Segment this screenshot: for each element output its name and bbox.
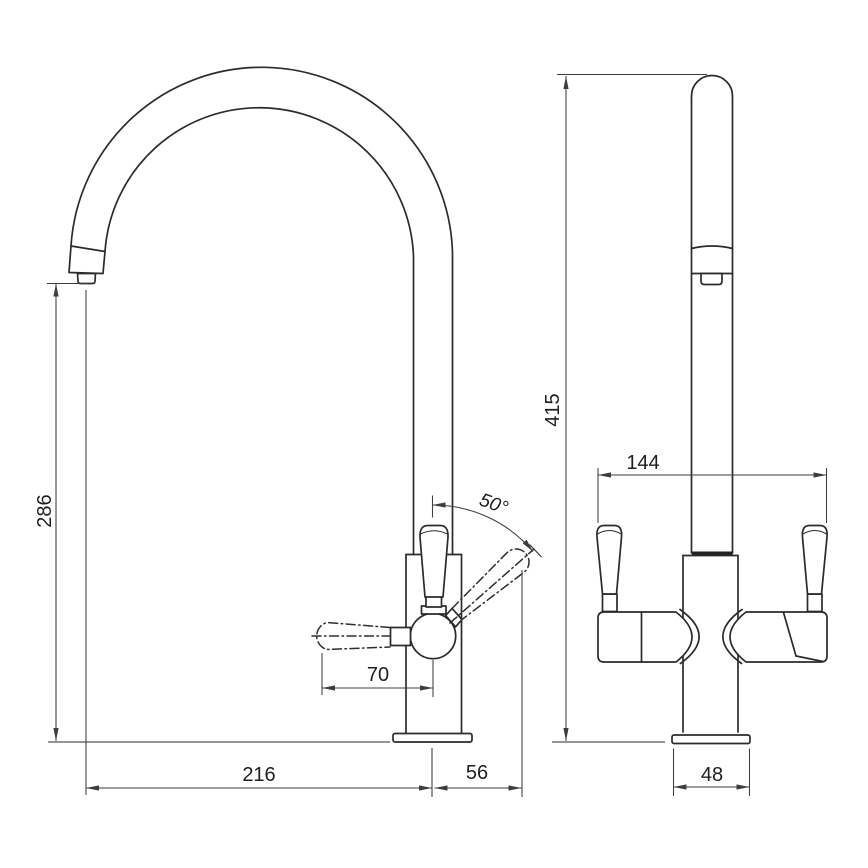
front-view [552, 74, 828, 745]
dim-label-286: 286 [34, 494, 56, 527]
arrowhead [598, 472, 611, 478]
arrowhead [53, 728, 59, 741]
front-right-crescent [722, 608, 743, 665]
arrowhead [813, 472, 827, 478]
arrowhead [563, 76, 569, 89]
front-left-grip-seam [597, 529, 622, 535]
arrowhead [419, 785, 432, 791]
handle-grip-vertical [419, 524, 449, 598]
front-aerator-nozzle [700, 272, 723, 286]
dim-label-144: 144 [626, 452, 659, 474]
handle-grip-cap-seam [420, 530, 448, 535]
front-column-cap [690, 74, 734, 97]
dim-label-48: 48 [701, 764, 723, 786]
arrowhead [420, 685, 433, 691]
phantom-handle-horizontal [315, 621, 391, 651]
base-flange [392, 732, 473, 743]
arrowhead [53, 283, 59, 297]
arrowhead [322, 685, 335, 691]
aerator-nozzle [76, 272, 97, 285]
arrowhead [736, 784, 750, 790]
aerator-housing [68, 245, 106, 275]
front-right-valve-bottom-seam [795, 655, 824, 663]
arrowhead [86, 785, 99, 791]
front-left-grip [596, 524, 623, 595]
front-left-crescent [679, 608, 700, 665]
arrowhead [563, 728, 569, 741]
phantom-handle-50deg [451, 548, 530, 621]
arrowhead [522, 539, 533, 552]
front-aerator-seam [690, 245, 734, 250]
front-left-valve-body [597, 611, 693, 663]
front-right-stem [806, 593, 823, 613]
arrowhead [673, 784, 687, 790]
dim-label-216: 216 [242, 764, 275, 786]
dim-label-56: 56 [466, 762, 488, 784]
angle-end-tick [529, 544, 542, 558]
arrowhead [432, 502, 446, 508]
front-right-valve-diagonal-seam [782, 611, 797, 657]
arrowhead [434, 785, 448, 791]
dim-label-70: 70 [367, 664, 389, 686]
arrowhead [508, 785, 522, 791]
phantom-handle-50deg-centerline [449, 548, 535, 624]
dimension-annotations: 286 70 50° 216 56 415 [34, 73, 828, 797]
front-right-valve-body [729, 611, 828, 663]
front-left-stem [601, 593, 618, 613]
handle-hub-left [389, 626, 412, 647]
front-right-grip-seam [802, 529, 827, 535]
spout-outer-arc [70, 66, 454, 556]
dim-label-415: 415 [542, 393, 564, 426]
spout-inner-arc [104, 106, 415, 556]
front-right-grip [801, 524, 828, 595]
front-base-flange [671, 734, 751, 745]
side-view [48, 66, 542, 743]
